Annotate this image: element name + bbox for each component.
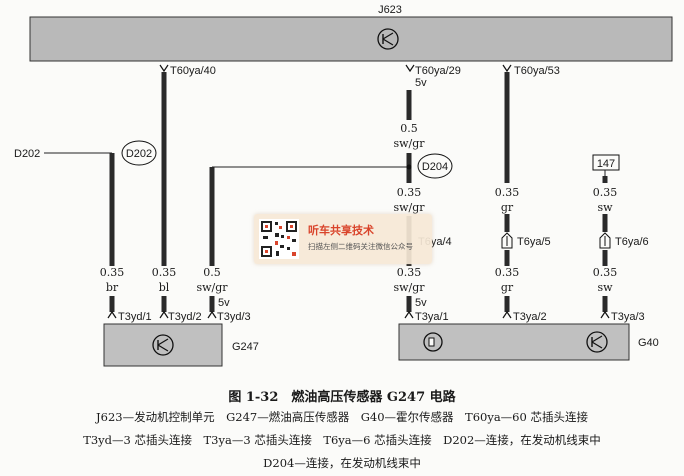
wire-swgr-mid-color: sw/gr	[393, 201, 425, 214]
g247-pin-3: T3yd/3	[217, 311, 251, 323]
figure-caption-title: 图 1-32 燃油高压传感器 G247 电路	[228, 390, 456, 405]
g247-transistor-icon	[152, 334, 174, 356]
wire-gr-top-size: 0.35	[495, 186, 520, 199]
g40-label: G40	[638, 337, 659, 349]
wire-sw-top-color: sw	[597, 201, 613, 214]
wire-sw-low-color: sw	[597, 281, 613, 294]
g247-box	[103, 323, 223, 367]
legend-line-3: D204—连接，在发动机线束中	[263, 456, 421, 470]
wire-bl-size: 0.35	[152, 266, 177, 279]
wire-sw-top-size: 0.35	[593, 186, 618, 199]
wire-gr-low-color: gr	[501, 281, 514, 294]
watermark-title: 听车共享技术	[308, 224, 374, 237]
splice-d204: D204	[417, 153, 453, 179]
legend-line-2: T3yd—3 芯插头连接 T3ya—3 芯插头连接 T6ya—6 芯插头连接 D…	[83, 433, 601, 447]
g247-label: G247	[232, 341, 259, 353]
wire-swgr-left-size: 0.5	[203, 266, 221, 279]
connector-t6ya-6: T6ya/6	[599, 232, 649, 249]
wire-br-color: br	[106, 281, 119, 294]
ecu-pin-53: T60ya/53	[514, 65, 560, 77]
wiring-diagram: J623 T60ya/40 T60ya/29 T60ya/53 5v	[14, 4, 673, 367]
wire-swgr-low-color: sw/gr	[393, 281, 425, 294]
wire-sw-low-size: 0.35	[593, 266, 618, 279]
legend-line-1: J623—发动机控制单元 G247—燃油高压传感器 G40—霍尔传感器 T60y…	[96, 410, 588, 424]
splice-d202: D202	[121, 140, 157, 166]
ecu-box	[29, 16, 673, 62]
connector-t6ya-5: T6ya/5	[501, 232, 551, 249]
connector-147-box: 147	[592, 154, 620, 171]
ecu-pin-29: T60ya/29	[415, 65, 461, 77]
g40-transistor-icon	[586, 331, 608, 353]
wire-swgr-low-size: 0.35	[397, 266, 422, 279]
g40-box	[398, 323, 630, 361]
wire-gr-low-size: 0.35	[495, 266, 520, 279]
wire-swgr-left-color: sw/gr	[196, 281, 228, 294]
svg-text:T6ya/5: T6ya/5	[517, 236, 551, 248]
splice-dot	[406, 164, 412, 170]
wire-bl-color: bl	[159, 281, 170, 294]
qr-code-icon	[259, 219, 299, 259]
ecu-pin-40: T60ya/40	[170, 65, 216, 77]
svg-text:147: 147	[597, 158, 615, 170]
wechat-watermark: 听车共享技术 扫描左侧二维码关注微信公众号	[254, 214, 432, 264]
g247-pin-1: T3yd/1	[118, 311, 152, 323]
svg-text:D202: D202	[126, 148, 152, 160]
g40-pin-2: T3ya/2	[513, 311, 547, 323]
g40-pin1-voltage: 5v	[415, 297, 427, 309]
wire-swgr-top-size: 0.5	[400, 122, 418, 135]
ground-d202-label: D202	[14, 148, 40, 160]
g247-pin-2: T3yd/2	[168, 311, 202, 323]
svg-text:T6ya/6: T6ya/6	[615, 236, 649, 248]
g40-pin-3: T3ya/3	[611, 311, 645, 323]
ecu-pin-29-voltage: 5v	[415, 77, 427, 89]
watermark-subtitle: 扫描左侧二维码关注微信公众号	[308, 242, 413, 251]
g40-hall-sensor-icon	[423, 332, 443, 352]
wire-br-size: 0.35	[100, 266, 125, 279]
ecu-transistor-icon	[377, 28, 399, 50]
wire-gr-top-color: gr	[501, 201, 514, 214]
g247-pin3-voltage: 5v	[218, 297, 230, 309]
wire-swgr-mid-size: 0.35	[397, 186, 422, 199]
svg-text:D204: D204	[422, 161, 448, 173]
ecu-label: J623	[378, 4, 402, 16]
g40-pin-1: T3ya/1	[415, 311, 449, 323]
wire-swgr-top-color: sw/gr	[393, 137, 425, 150]
